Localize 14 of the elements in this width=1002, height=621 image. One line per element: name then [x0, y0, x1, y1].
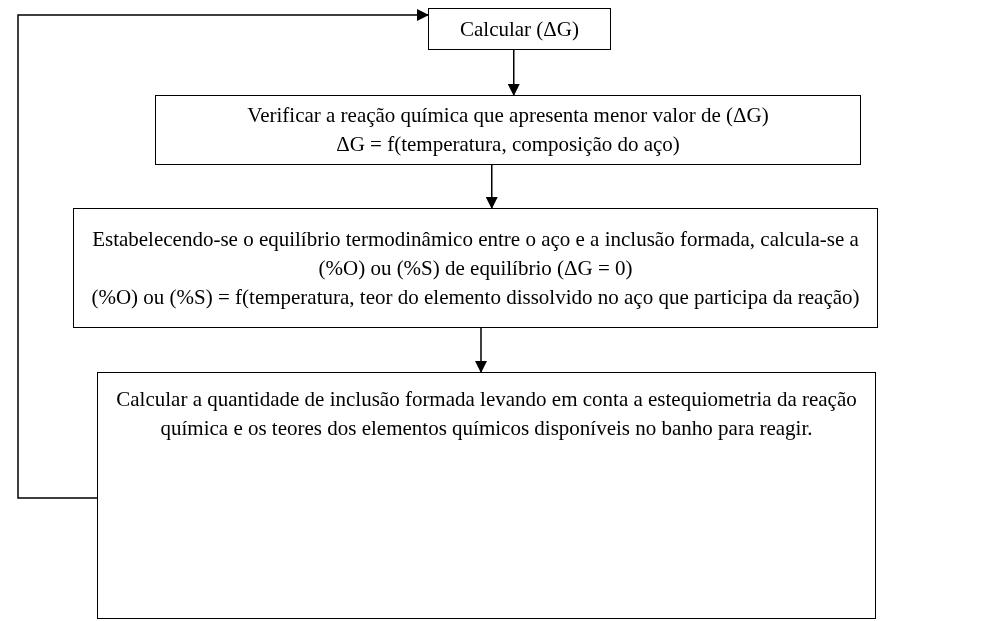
box-text: ΔG = f(temperatura, composição do aço) [336, 131, 680, 158]
box-text: (%O) ou (%S) = f(temperatura, teor do elemento dissolvido no aço que participa da reação) [91, 283, 860, 311]
process-box [155, 95, 861, 165]
box-text: Calcular a quantidade de inclusão formada levando em conta a estequiometria da reação química e os teores dos elementos químicos disponíveis no banho para reagir. [115, 386, 858, 442]
arrow [17, 9, 429, 499]
process-box [97, 372, 876, 619]
arrow [485, 164, 498, 209]
box-text: Estabelecendo-se o equilíbrio termodinâmico entre o aço e a inclusão formada, calcula-se a (%O) ou (%S) de equilíbrio (ΔG = 0) [91, 225, 860, 282]
arrow [507, 49, 520, 96]
arrow [475, 327, 487, 373]
process-box [428, 8, 611, 50]
process-box [73, 208, 878, 328]
box-text: Verificar a reação química que apresenta menor valor de (ΔG) [247, 102, 769, 129]
box-text: Calcular (ΔG) [459, 15, 579, 43]
